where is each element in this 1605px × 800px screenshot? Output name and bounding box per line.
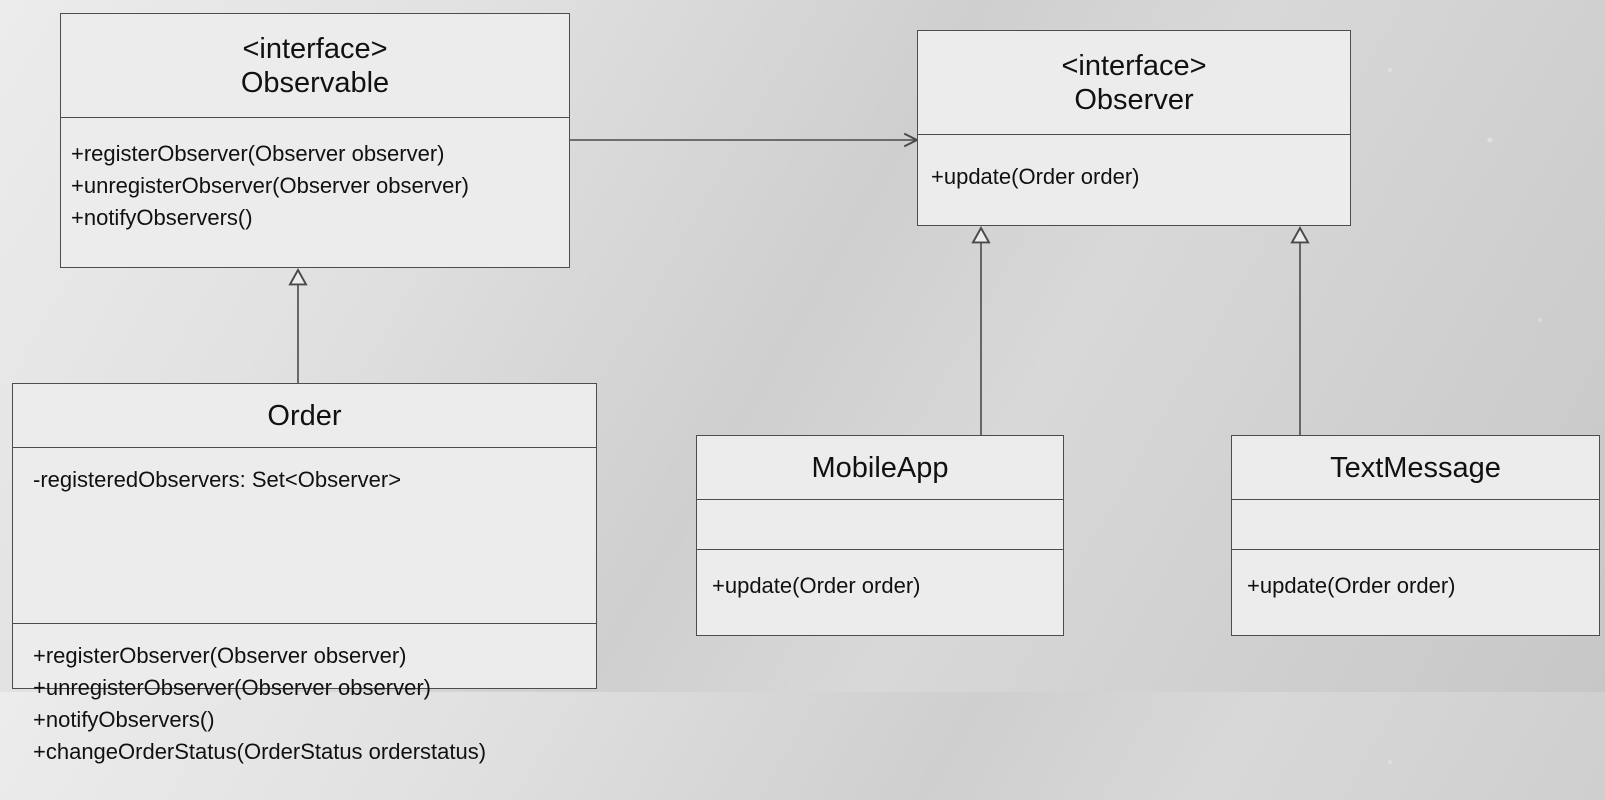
observable-methods: +registerObserver(Observer observer) +un…: [61, 118, 569, 267]
textmessage-name: TextMessage: [1330, 451, 1501, 484]
mobileapp-attributes: [697, 500, 1063, 550]
textmessage-method: +update(Order order): [1247, 573, 1456, 598]
mobileapp-class-box: MobileApp +update(Order order): [696, 435, 1064, 636]
order-method: +notifyObservers(): [33, 707, 215, 732]
order-method: +changeOrderStatus(OrderStatus orderstat…: [33, 739, 487, 764]
textmessage-attributes: [1232, 500, 1599, 550]
order-class-box: Order -registeredObservers: Set<Observer…: [12, 383, 597, 764]
order-header: Order: [13, 384, 596, 448]
observable-stereotype: <interface>: [242, 32, 388, 65]
observer-stereotype: <interface>: [1061, 49, 1207, 82]
mobileapp-methods: +update(Order order): [697, 550, 1063, 635]
mobileapp-method: +update(Order order): [712, 573, 921, 598]
textmessage-header: TextMessage: [1232, 436, 1599, 500]
uml-class-diagram: <interface> Observable +registerObserver…: [12, 13, 1600, 764]
observable-method: +registerObserver(Observer observer): [71, 141, 445, 166]
observer-header: <interface> Observer: [918, 31, 1350, 135]
order-attributes: -registeredObservers: Set<Observer>: [13, 448, 596, 624]
observer-methods: +update(Order order): [918, 135, 1350, 225]
observer-name: Observer: [1074, 83, 1194, 116]
observable-method: +unregisterObserver(Observer observer): [71, 173, 469, 198]
order-method: +unregisterObserver(Observer observer): [33, 675, 431, 700]
observable-interface-box: <interface> Observable +registerObserver…: [60, 13, 570, 268]
textmessage-class-box: TextMessage +update(Order order): [1231, 435, 1600, 636]
observable-method: +notifyObservers(): [71, 205, 253, 230]
order-name: Order: [267, 399, 342, 432]
order-attribute: -registeredObservers: Set<Observer>: [33, 467, 402, 492]
order-methods: +registerObserver(Observer observer) +un…: [13, 624, 596, 800]
observer-interface-box: <interface> Observer +update(Order order…: [917, 30, 1351, 226]
mobileapp-header: MobileApp: [697, 436, 1063, 500]
mobileapp-name: MobileApp: [811, 451, 949, 484]
observer-method: +update(Order order): [931, 164, 1140, 189]
observable-name: Observable: [240, 66, 390, 99]
order-method: +registerObserver(Observer observer): [33, 643, 407, 668]
observable-header: <interface> Observable: [61, 14, 569, 118]
textmessage-methods: +update(Order order): [1232, 550, 1599, 635]
